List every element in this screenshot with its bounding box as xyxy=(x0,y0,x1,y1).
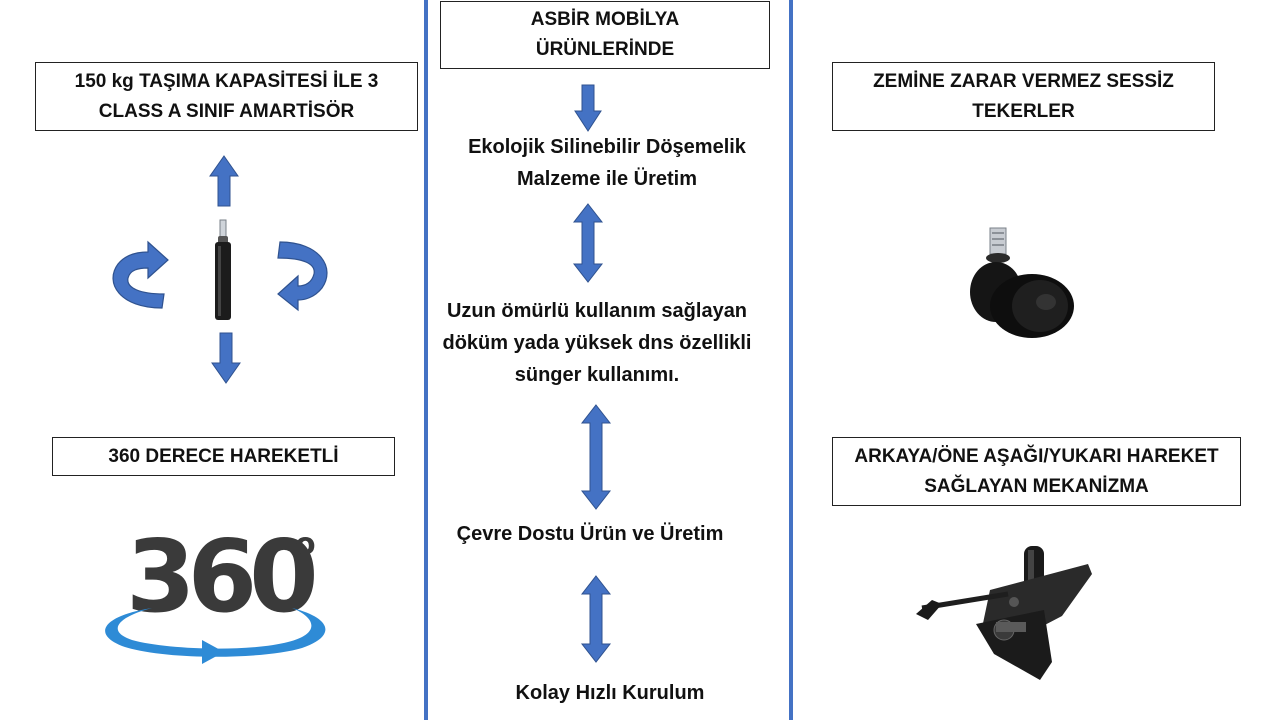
left-box-360-label: 360 DERECE HAREKETLİ xyxy=(108,445,339,467)
divider-left xyxy=(424,0,428,720)
down-arrow-icon xyxy=(574,84,602,132)
360-logo-degree: o xyxy=(295,527,316,562)
center-item-3: Çevre Dostu Ürün ve Üretim xyxy=(456,523,724,545)
360-logo-ring xyxy=(105,608,326,664)
360-logo-number: 360 xyxy=(126,518,319,635)
rotate-right-arrow-icon xyxy=(277,241,328,312)
left-box-360: 360 DERECE HAREKETLİ xyxy=(52,437,395,476)
down-arrow-icon xyxy=(211,332,241,384)
center-title-box: ASBİR MOBİLYA ÜRÜNLERİNDE xyxy=(440,1,770,69)
gas-cylinder-icon xyxy=(215,219,231,320)
left-box-capacity-label: 150 kg TAŞIMA KAPASİTESİ İLE 3 CLASS A S… xyxy=(74,70,379,122)
chair-mechanism-icon xyxy=(916,546,1092,680)
caster-wheel-icon xyxy=(970,227,1074,338)
divider-right xyxy=(789,0,793,720)
right-box-wheels-label: ZEMİNE ZARAR VERMEZ SESSİZ TEKERLER xyxy=(873,70,1174,122)
double-arrow-icon xyxy=(572,203,604,283)
up-arrow-icon xyxy=(209,155,239,207)
center-title: ASBİR MOBİLYA ÜRÜNLERİNDE xyxy=(530,9,680,60)
double-arrow-icon xyxy=(580,575,612,663)
right-box-mechanism: ARKAYA/ÖNE AŞAĞI/YUKARI HAREKET SAĞLAYAN… xyxy=(832,437,1241,506)
left-box-capacity: 150 kg TAŞIMA KAPASİTESİ İLE 3 CLASS A S… xyxy=(35,62,418,131)
center-item-1: Ekolojik Silinebilir Döşemelik Malzeme i… xyxy=(468,136,746,190)
right-box-mechanism-label: ARKAYA/ÖNE AŞAĞI/YUKARI HAREKET SAĞLAYAN… xyxy=(854,445,1219,497)
rotate-left-arrow-icon xyxy=(112,240,169,309)
double-arrow-icon xyxy=(580,404,612,510)
center-item-2: Uzun ömürlü kullanım sağlayan döküm yada… xyxy=(442,300,752,386)
center-item-4: Kolay Hızlı Kurulum xyxy=(515,682,705,704)
360-logo: 360 o xyxy=(92,522,342,673)
right-box-wheels: ZEMİNE ZARAR VERMEZ SESSİZ TEKERLER xyxy=(832,62,1215,131)
